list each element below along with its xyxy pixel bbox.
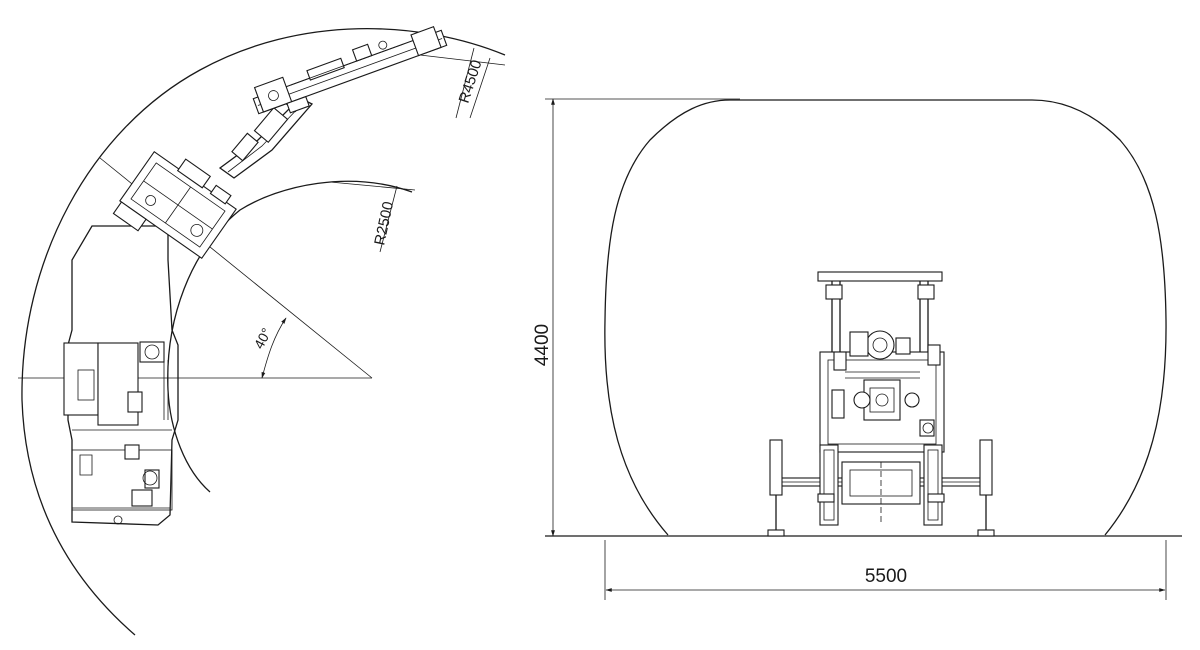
- width-label: 5500: [865, 566, 907, 587]
- outer-swing-arc: [21, 27, 506, 636]
- r4500-dimension: R4500: [419, 47, 506, 119]
- r2500-label: R2500: [371, 200, 397, 247]
- inner-swing-arc: [167, 180, 413, 493]
- feed-beam: [252, 25, 448, 115]
- height-label: 4400: [532, 324, 553, 366]
- r4500-label: R4500: [456, 58, 486, 105]
- r2500-dimension: R2500: [329, 181, 416, 253]
- rig-front-view: [767, 271, 995, 537]
- height-dimension: 4400: [532, 98, 555, 537]
- rig-chassis-plan: [63, 225, 179, 526]
- section-view: 4400 5500: [532, 98, 1182, 600]
- width-dimension: 5500: [604, 540, 1167, 600]
- tunnel-profile: [604, 99, 1167, 536]
- boom-turret: [112, 150, 237, 260]
- plan-view: R4500 R2500 40°: [18, 25, 506, 636]
